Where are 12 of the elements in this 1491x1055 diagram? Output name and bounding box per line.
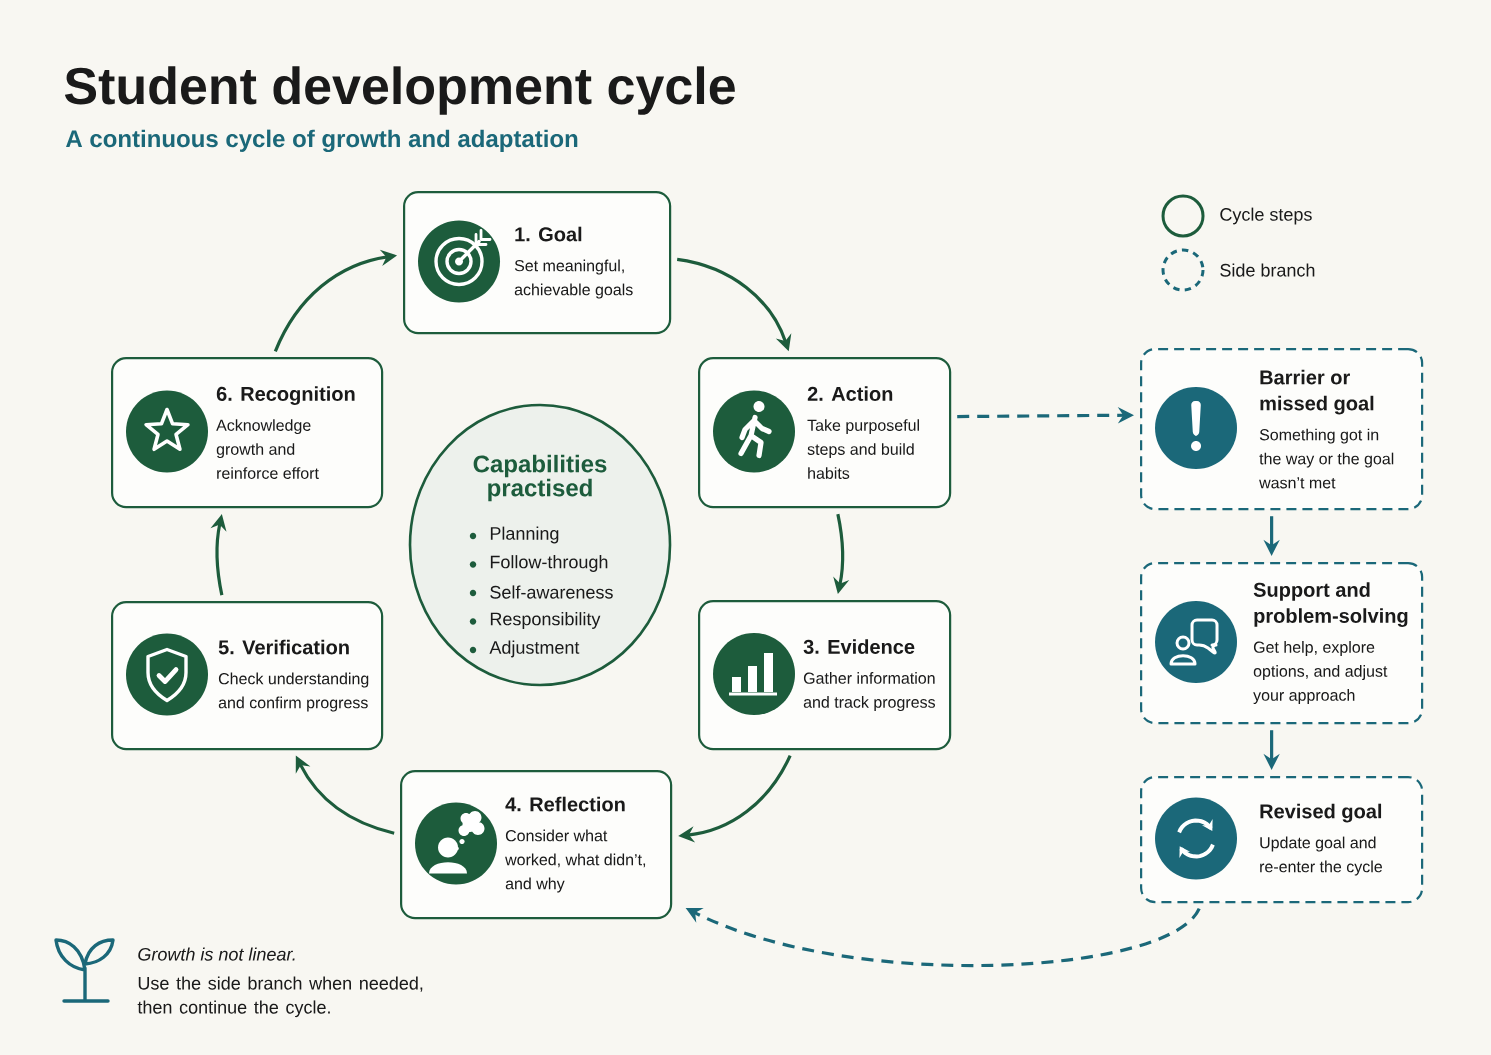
note-text: Use the side branch when needed, then continue the cycle. — [137, 976, 423, 1018]
list-item: Adjustment — [489, 640, 580, 658]
list-item: Planning — [490, 526, 559, 544]
note-text: Growth is not linear. — [138, 947, 295, 961]
legend-label: Cycle steps — [1220, 207, 1312, 225]
title: Student development cycle — [64, 66, 735, 115]
list-item: Responsibility — [490, 612, 601, 629]
list-item: Self-awareness — [490, 585, 613, 599]
subtitle: A continuous cycle of growth and adaptation — [66, 129, 578, 153]
list-item: Follow-through — [490, 555, 608, 572]
legend-label: Side branch — [1220, 263, 1315, 277]
ellipse-heading: Capabilities practised — [473, 454, 607, 502]
